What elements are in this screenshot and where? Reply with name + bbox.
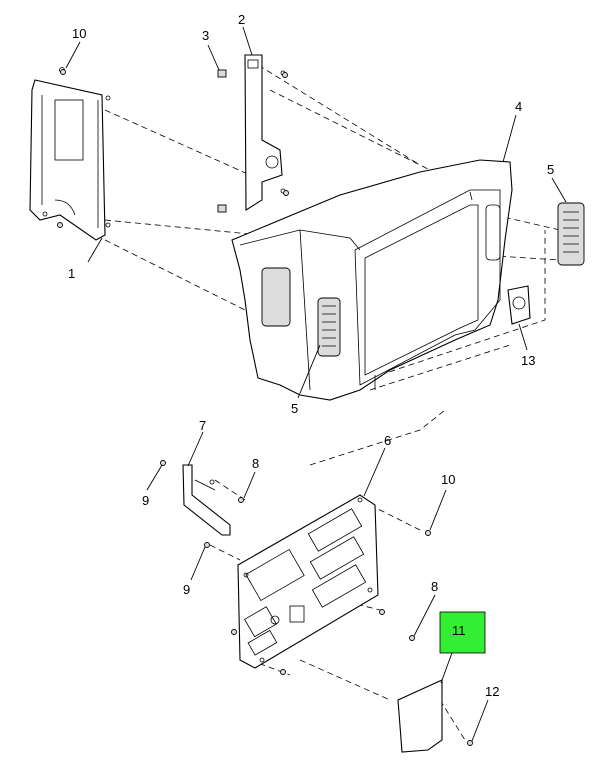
callout-8-top: 8 — [252, 456, 259, 471]
side-panel-part-1 — [29, 67, 111, 241]
callout-13: 13 — [521, 353, 535, 368]
callout-6: 6 — [384, 433, 391, 448]
callout-5-left: 5 — [291, 401, 298, 416]
callout-4: 4 — [515, 99, 522, 114]
callout-9-bottom: 9 — [183, 582, 190, 597]
callout-10-bottom: 10 — [441, 472, 455, 487]
callout-labels: 10 2 3 4 5 1 5 13 7 6 8 9 10 9 8 11 12 — [68, 12, 554, 699]
callout-8-bottom: 8 — [431, 579, 438, 594]
callout-5-right: 5 — [547, 162, 554, 177]
vent-part-5-left — [317, 297, 341, 357]
callout-2: 2 — [238, 12, 245, 27]
callout-9-top: 9 — [142, 493, 149, 508]
bracket-part-7 — [182, 464, 231, 536]
dash-housing-part-4 — [231, 159, 513, 401]
callout-10-top: 10 — [72, 26, 86, 41]
leader-lines — [65, 26, 567, 742]
callout-1: 1 — [68, 266, 75, 281]
clip-part-3 — [217, 69, 227, 213]
fasteners — [57, 69, 473, 746]
bezel-part-13 — [507, 285, 531, 325]
highlight-box-part-11[interactable] — [439, 611, 486, 654]
callout-11[interactable]: 11 — [452, 623, 466, 638]
callout-3: 3 — [202, 28, 209, 43]
cover-part-12 — [397, 679, 443, 753]
callout-7: 7 — [199, 418, 206, 433]
callout-12: 12 — [485, 684, 499, 699]
mounting-plate-part-6 — [237, 494, 379, 669]
vent-part-5-right — [557, 202, 585, 266]
